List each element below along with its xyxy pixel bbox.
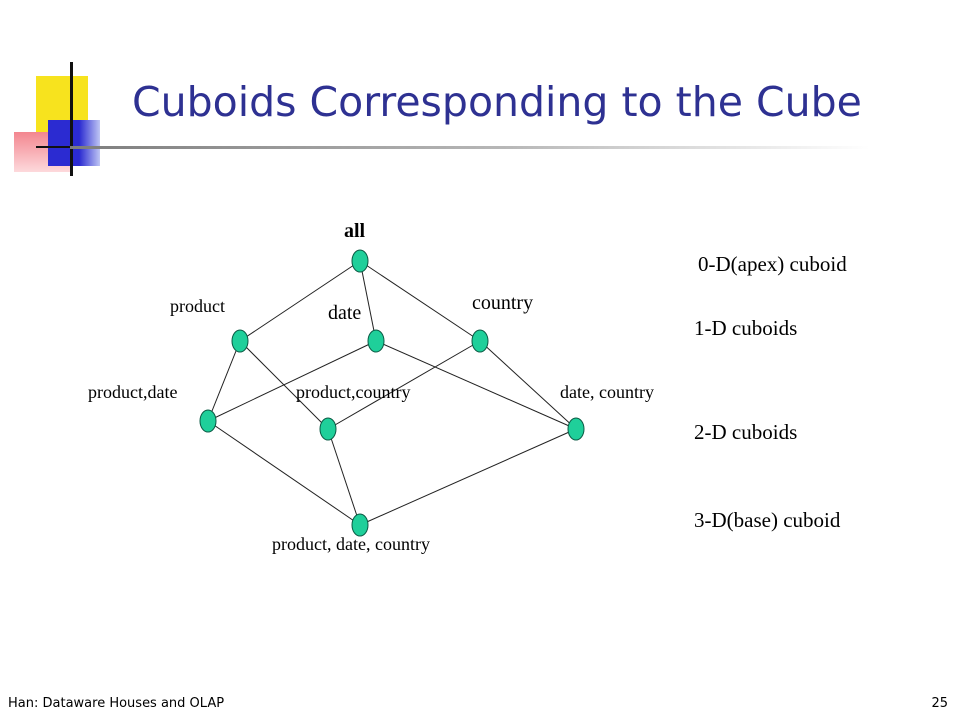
legend-apex-cuboid: 0-D(apex) cuboid: [698, 252, 847, 276]
node-date: [367, 329, 385, 353]
edge-product-productdate: [207, 340, 241, 422]
node-product-country: [319, 417, 337, 441]
edge-date-datecountry: [375, 340, 577, 430]
node-product-date-country: [351, 513, 369, 537]
edge-country-datecountry: [479, 340, 577, 430]
title-underline: [70, 146, 870, 149]
edge-country-productcountry: [327, 340, 481, 430]
legend-base-cuboid: 3-D(base) cuboid: [694, 508, 841, 532]
slide-title: Cuboids Corresponding to the Cube: [132, 78, 862, 126]
label-product: product: [170, 296, 225, 316]
edge-all-product: [239, 260, 361, 342]
edge-productdate-base: [207, 420, 361, 526]
label-product-country: product,country: [296, 382, 411, 402]
node-country: [471, 329, 489, 353]
label-country: country: [472, 292, 534, 314]
edge-all-date: [359, 260, 377, 342]
node-product: [231, 329, 249, 353]
logo-vertical-line: [70, 62, 73, 176]
edge-date-productdate: [207, 340, 377, 422]
footer-source: Han: Dataware Houses and OLAP: [8, 696, 225, 711]
legend-2d-cuboids: 2-D cuboids: [694, 420, 798, 444]
logo-blue-square: [48, 120, 100, 166]
node-all: [351, 249, 369, 273]
decorative-logo: [14, 62, 126, 182]
footer-page-number: 25: [931, 696, 948, 711]
edge-all-country: [359, 260, 481, 342]
label-product-date: product,date: [88, 382, 178, 402]
node-product-date: [199, 409, 217, 433]
label-date-country: date, country: [560, 382, 654, 402]
edge-datecountry-base: [359, 428, 577, 526]
edge-productcountry-base: [327, 428, 361, 526]
label-all: all: [344, 220, 366, 242]
legend-1d-cuboids: 1-D cuboids: [694, 316, 798, 340]
node-date-country: [567, 417, 585, 441]
label-date: date: [328, 302, 362, 324]
label-product-date-country: product, date, country: [272, 534, 430, 554]
